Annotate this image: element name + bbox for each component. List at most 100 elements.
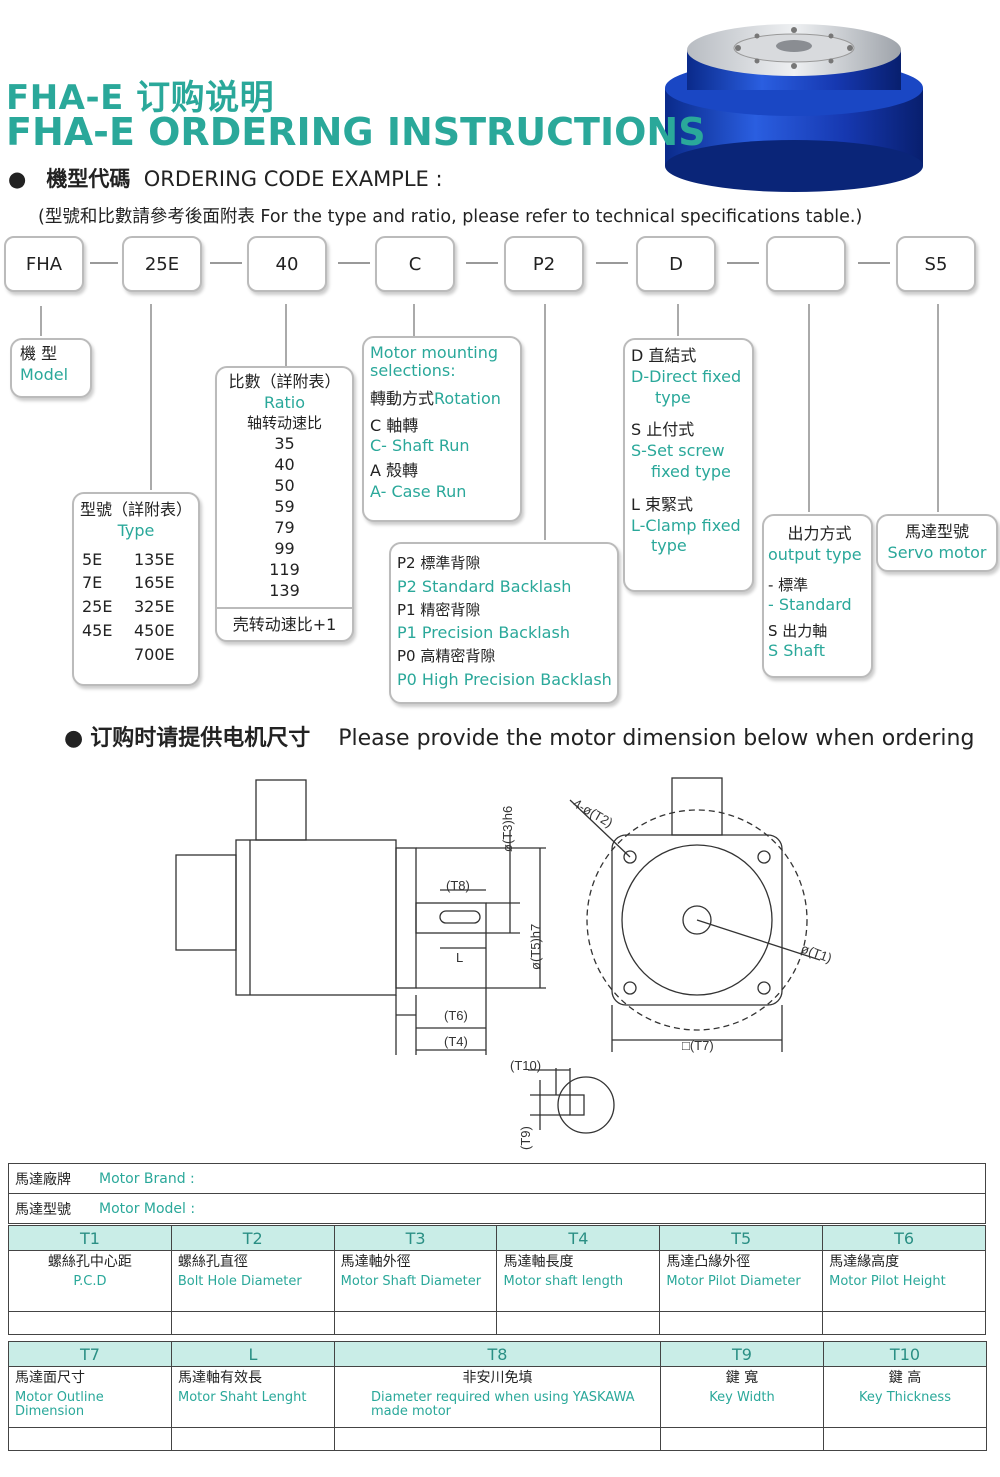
t3-value-cell[interactable] — [333, 1311, 498, 1335]
label-t2: 4-ø(T2) — [571, 796, 616, 831]
label-t7: □(T7) — [682, 1038, 714, 1053]
t7-en: Motor Outline Dimension — [15, 1390, 104, 1420]
type-ratio-note: (型號和比數請參考後面附表 For the type and ratio, pl… — [38, 207, 863, 227]
fixing-d-cn: D 直結式 — [631, 346, 697, 365]
t6-en: Motor Pilot Height — [829, 1274, 946, 1289]
card-ratio: 比數（詳附表） Ratio 轴转动速比 35 40 50 59 79 99 11… — [215, 366, 354, 642]
t7-cn: 馬達面尺寸 — [15, 1370, 85, 1386]
model-cn: 機 型 — [20, 344, 58, 363]
label-t9: (T9) — [518, 1126, 533, 1150]
type-value: 165E — [134, 573, 175, 593]
type-value: 700E — [134, 644, 175, 664]
shaft-run-cn: C 軸轉 — [370, 415, 419, 435]
type-value: 135E — [134, 549, 175, 569]
label-t6: (T6) — [444, 1008, 468, 1023]
t4-cn: 馬達軸長度 — [503, 1254, 574, 1270]
fixing-s-en2: fixed type — [651, 461, 731, 481]
code-box-servo: S5 — [896, 236, 976, 292]
t2-value-cell[interactable] — [170, 1311, 335, 1335]
code-box-backlash: P2 — [504, 236, 584, 292]
code-box-ratio: 40 — [247, 236, 327, 292]
motor-info-table: 馬達廠牌 Motor Brand : 馬達型號 Motor Model : — [8, 1163, 986, 1224]
motor-dimension-drawing: (T8) L (T6) (T4) (T10) ø(T3)h6 ø(T5)h7 (… — [175, 777, 834, 1150]
mounting-title: Motor mounting selections: — [370, 343, 498, 381]
backlash-p1-cn: P1 精密背隙 — [397, 600, 481, 619]
brand-cn: 馬達廠牌 — [8, 1163, 93, 1194]
ratio-value: 40 — [274, 455, 295, 475]
l-cn: 馬達軸有效長 — [178, 1370, 262, 1386]
t5-en: Motor Pilot Diameter — [666, 1274, 801, 1289]
ordering-code-cn: 機型代碼 — [46, 167, 131, 191]
ratio-value: 119 — [269, 560, 300, 580]
backlash-p0-cn: P0 高精密背隙 — [397, 647, 496, 665]
t2-cn: 螺絲孔直徑 — [177, 1254, 248, 1270]
t6-value-cell[interactable] — [822, 1311, 986, 1335]
header-t5: T5 — [659, 1225, 824, 1251]
backlash-p1-en: P1 Precision Backlash — [397, 623, 570, 642]
header-l: L — [171, 1341, 335, 1367]
t10-en: Key Thickness — [859, 1390, 951, 1405]
fixing-s-en: S-Set screw — [631, 441, 725, 461]
t1-value-cell[interactable] — [8, 1311, 172, 1335]
code-box-series: FHA — [4, 236, 84, 292]
fixing-s-cn: S 止付式 — [631, 420, 695, 440]
motor-dimension-en: Please provide the motor dimension below… — [338, 726, 975, 751]
output-std-en: - Standard — [768, 595, 852, 615]
backlash-p2-en: P2 Standard Backlash — [397, 576, 572, 596]
model-cn-cell: 馬達型號 — [8, 1193, 93, 1224]
t1-cn: 螺絲孔中心距 — [47, 1254, 132, 1270]
t8-en: Diameter required when using YASKAWA mad… — [371, 1390, 635, 1420]
ratio-en: Ratio — [263, 392, 306, 412]
label-t10: (T10) — [510, 1058, 541, 1073]
type-value: 450E — [134, 620, 175, 640]
fixing-l-en: L-Clamp fixed — [631, 515, 741, 535]
type-cn: 型號（詳附表） — [79, 500, 192, 519]
header-t4: T4 — [496, 1225, 661, 1251]
card-mounting: Motor mounting selections: 轉動方式Rotation … — [362, 336, 522, 522]
l-value-cell[interactable] — [171, 1427, 335, 1451]
header-t1: T1 — [8, 1225, 172, 1251]
t7-value-cell[interactable] — [8, 1427, 172, 1451]
t3-cn: 馬達軸外徑 — [340, 1254, 411, 1270]
type-value: 45E — [82, 620, 113, 640]
fixing-d-en2: type — [655, 387, 691, 407]
t5-value-cell[interactable] — [659, 1311, 824, 1335]
header-t9: T9 — [660, 1341, 824, 1367]
title-cn: FHA-E 订购说明 — [6, 78, 275, 118]
t8-value-cell[interactable] — [334, 1427, 661, 1451]
t8-cn: 非安川免填 — [462, 1370, 533, 1386]
output-shaft-en: S Shaft — [768, 641, 825, 661]
code-box-output — [766, 236, 846, 292]
header-t7: T7 — [8, 1341, 172, 1367]
card-fixing: D 直結式 D-Direct fixed type S 止付式 S-Set sc… — [623, 338, 754, 592]
rotation-cn: 轉動方式 — [370, 388, 435, 408]
output-cn: 出力方式 — [787, 524, 852, 543]
card-output: 出力方式 output type - 標準 - Standard S 出力軸 S… — [762, 514, 873, 678]
t3-en: Motor Shaft Diameter — [340, 1274, 482, 1289]
ratio-value: 50 — [274, 476, 295, 496]
fixing-d-en: D-Direct fixed — [631, 366, 742, 386]
t1-en: P.C.D — [73, 1274, 107, 1289]
backlash-p0-en: P0 High Precision Backlash — [397, 669, 612, 689]
ordering-code-heading: ● 機型代碼 ORDERING CODE EXAMPLE : — [8, 163, 443, 193]
type-value — [82, 645, 134, 666]
label-t1: ø(T1) — [799, 941, 834, 966]
bullet-icon: ● — [8, 167, 40, 191]
ratio-footer: 壳转动速比+1 — [217, 607, 352, 636]
l-en: Motor Shaht Lenght — [178, 1390, 307, 1405]
header-t3: T3 — [333, 1225, 498, 1251]
ratio-value: 35 — [274, 434, 295, 454]
fixing-l-en2: type — [651, 536, 687, 556]
t9-en: Key Width — [709, 1390, 775, 1405]
servo-en: Servo motor — [887, 542, 987, 562]
ratio-value: 139 — [269, 581, 300, 601]
output-en: output type — [768, 544, 862, 564]
output-std-cn: - 標準 — [768, 575, 809, 594]
t9-value-cell[interactable] — [660, 1427, 824, 1451]
label-t3: ø(T3)h6 — [500, 806, 515, 852]
t10-value-cell[interactable] — [823, 1427, 987, 1451]
header-t2: T2 — [170, 1225, 335, 1251]
motor-dimension-heading: ● 订购时请提供电机尺寸 Please provide the motor di… — [64, 720, 974, 752]
t4-value-cell[interactable] — [496, 1311, 661, 1335]
